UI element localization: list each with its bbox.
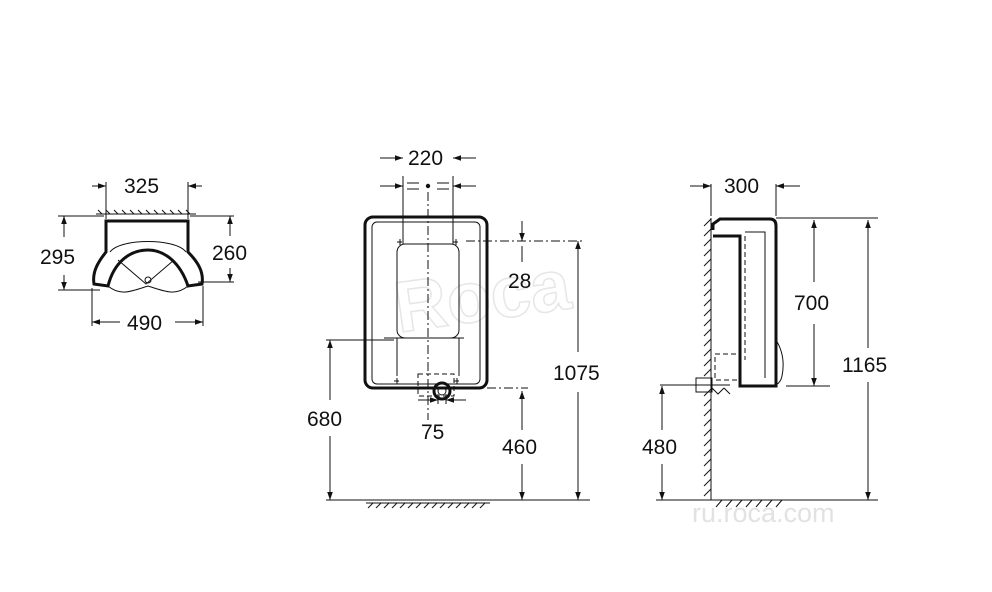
top-view: 325 295 260 490 <box>40 175 247 335</box>
dim-top-depth-outer: 295 <box>40 246 75 269</box>
dim-front-total-height: 1075 <box>553 362 600 385</box>
dim-top-width: 325 <box>124 175 159 198</box>
fixing-point-marks <box>394 239 459 384</box>
dim-front-top-height: 680 <box>307 408 342 431</box>
dim-front-outlet-height: 460 <box>502 436 537 459</box>
dim-side-depth: 300 <box>724 175 759 198</box>
front-view: 220 28 1075 680 75 460 <box>307 147 600 509</box>
dim-side-outlet-height: 480 <box>642 436 677 459</box>
dim-front-fixing-offset: 28 <box>508 270 531 293</box>
site-watermark: ru.roca.com <box>692 498 835 528</box>
dim-top-depth-inner: 260 <box>212 242 247 265</box>
dim-side-body-height: 700 <box>794 292 829 315</box>
roca-logo-text: Roca <box>390 244 576 348</box>
dim-side-total-height: 1165 <box>842 354 887 377</box>
dim-front-outlet-diameter: 75 <box>421 421 444 444</box>
dim-top-overall-width: 490 <box>127 312 162 335</box>
dim-front-fixing-spacing: 220 <box>408 147 443 170</box>
side-view: 300 700 1165 480 <box>642 175 887 508</box>
roca-logo-watermark: Roca <box>389 244 577 349</box>
